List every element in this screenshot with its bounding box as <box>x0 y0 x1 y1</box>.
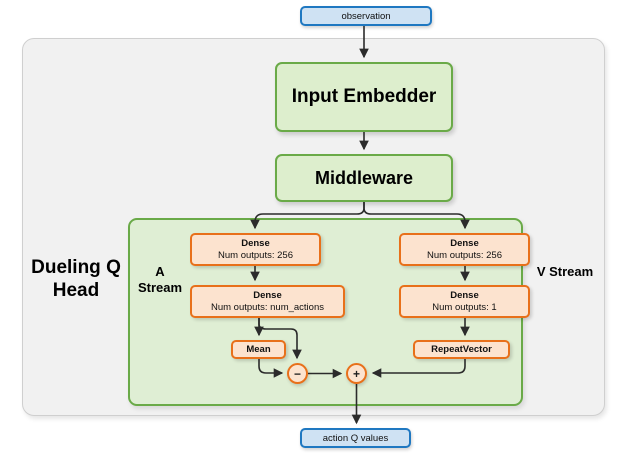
v-stream-dense-256-subtitle: Num outputs: 256 <box>427 249 502 261</box>
a-stream-label: A Stream <box>137 264 183 295</box>
subtract-operator-icon[interactable]: − <box>287 363 308 384</box>
observation-node[interactable]: observation <box>300 6 432 26</box>
a-stream-dense-num-actions-title: Dense <box>253 289 282 301</box>
a-stream-dense-256-node[interactable]: Dense Num outputs: 256 <box>190 233 321 266</box>
v-stream-label: V Stream <box>536 264 594 279</box>
dueling-q-head-label: Dueling Q Head <box>31 257 121 302</box>
v-stream-dense-1-subtitle: Num outputs: 1 <box>432 301 497 313</box>
action-q-values-label: action Q values <box>322 432 389 444</box>
input-embedder-node[interactable]: Input Embedder <box>275 62 453 132</box>
a-stream-dense-num-actions-node[interactable]: Dense Num outputs: num_actions <box>190 285 345 318</box>
v-stream-dense-1-node[interactable]: Dense Num outputs: 1 <box>399 285 530 318</box>
repeat-vector-node[interactable]: RepeatVector <box>413 340 510 359</box>
a-stream-dense-256-title: Dense <box>241 237 270 249</box>
a-stream-dense-num-actions-subtitle: Num outputs: num_actions <box>210 301 324 313</box>
mean-label: Mean <box>246 343 271 355</box>
v-stream-dense-1-title: Dense <box>450 289 479 301</box>
middleware-node[interactable]: Middleware <box>275 154 453 202</box>
v-stream-dense-256-node[interactable]: Dense Num outputs: 256 <box>399 233 530 266</box>
input-embedder-label: Input Embedder <box>291 86 437 107</box>
add-operator-icon[interactable]: + <box>346 363 367 384</box>
action-q-values-node[interactable]: action Q values <box>300 428 411 448</box>
a-stream-dense-256-subtitle: Num outputs: 256 <box>218 249 293 261</box>
mean-node[interactable]: Mean <box>231 340 286 359</box>
observation-label: observation <box>341 10 391 22</box>
v-stream-dense-256-title: Dense <box>450 237 479 249</box>
repeat-vector-label: RepeatVector <box>431 343 492 355</box>
middleware-label: Middleware <box>314 167 414 188</box>
